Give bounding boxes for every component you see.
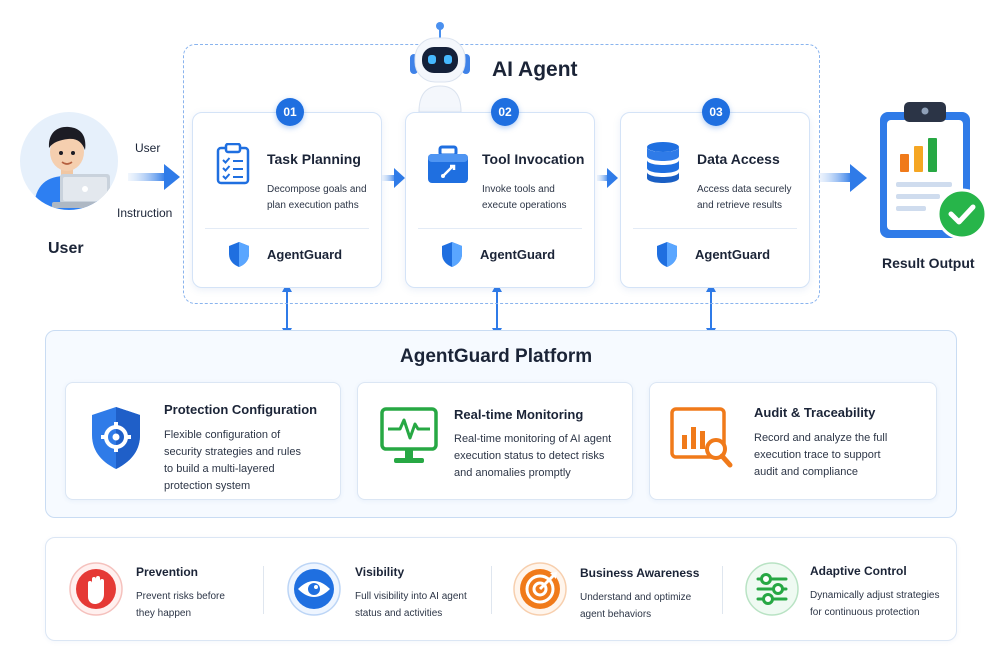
- step-description: Access data securely and retrieve result…: [697, 184, 792, 211]
- sliders-icon: [745, 562, 799, 616]
- feature-visibility: Visibility Full visibility into AI agent…: [286, 561, 486, 621]
- target-icon: [513, 562, 567, 616]
- user-instruction-label: User: [135, 141, 161, 155]
- platform-card-audit-traceability: Audit & Traceability Record and analyze …: [649, 382, 937, 500]
- platform-card-real-time-monitoring: Real-time Monitoring Real-time monitorin…: [357, 382, 633, 500]
- platform-title: AgentGuard Platform: [400, 346, 593, 367]
- feature-title: Adaptive Control: [810, 564, 907, 578]
- platform-card-title: Real-time Monitoring: [454, 407, 584, 422]
- feature-strip: [45, 537, 957, 641]
- platform-card-description: Flexible configuration of security strat…: [164, 429, 301, 492]
- platform-card-title: Protection Configuration: [164, 402, 318, 417]
- stop-hand-icon: [69, 562, 123, 616]
- user-avatar: [20, 112, 118, 210]
- feature-prevention: Prevention Prevent risks before they hap…: [68, 561, 258, 621]
- agentguard-label: AgentGuard: [695, 247, 771, 262]
- feature-divider: [491, 566, 492, 614]
- result-clipboard-icon: [880, 102, 988, 240]
- step-number-badge: 02: [491, 98, 519, 126]
- platform-card-description: Record and analyze the full execution tr…: [754, 432, 888, 478]
- feature-divider: [722, 566, 723, 614]
- user-instruction-label: Instruction: [117, 206, 173, 220]
- step-title: Data Access: [697, 151, 780, 167]
- step-description: Decompose goals and plan execution paths: [267, 184, 367, 211]
- eye-icon: [287, 562, 341, 616]
- robot-icon: [410, 22, 470, 112]
- database-icon: [647, 142, 679, 183]
- step-description: Invoke tools and execute operations: [482, 184, 567, 211]
- platform-card-title: Audit & Traceability: [754, 405, 876, 420]
- user-with-laptop-icon: [34, 126, 114, 210]
- step-card-task-planning: Task Planning Decompose goals and plan e…: [192, 112, 382, 288]
- clipboard-checklist-icon: [216, 143, 250, 185]
- feature-title: Visibility: [355, 565, 405, 579]
- feature-description: Dynamically adjust strategies for contin…: [810, 590, 940, 618]
- step-divider: [418, 228, 582, 229]
- step-title: Task Planning: [267, 151, 361, 167]
- ai-agent-title: AI Agent: [492, 58, 578, 81]
- step-number-badge: 01: [276, 98, 304, 126]
- feature-title: Prevention: [136, 565, 199, 579]
- agentguard-label: AgentGuard: [267, 247, 343, 262]
- shield-icon: [442, 242, 462, 267]
- feature-description: Full visibility into AI agent status and…: [355, 591, 467, 619]
- user-label: User: [48, 240, 84, 257]
- feature-divider: [263, 566, 264, 614]
- agentguard-row: AgentGuard: [655, 241, 770, 268]
- chart-magnifier-icon: [670, 407, 733, 468]
- step-divider: [633, 228, 797, 229]
- step-number-badge: 03: [702, 98, 730, 126]
- feature-description: Prevent risks before they happen: [136, 591, 225, 619]
- step-divider: [205, 228, 369, 229]
- feature-title: Business Awareness: [580, 566, 700, 580]
- shield-icon: [229, 242, 249, 267]
- shield-gear-icon: [92, 407, 140, 469]
- agentguard-row: AgentGuard: [440, 241, 555, 268]
- feature-business-awareness: Business Awareness Understand and optimi…: [512, 561, 722, 621]
- step-title: Tool Invocation: [482, 151, 585, 167]
- result-output-label: Result Output: [882, 255, 975, 271]
- monitor-pulse-icon: [380, 407, 438, 463]
- toolbox-icon: [428, 145, 468, 183]
- feature-adaptive-control: Adaptive Control Dynamically adjust stra…: [744, 561, 949, 621]
- shield-icon: [657, 242, 677, 267]
- feature-description: Understand and optimize agent behaviors: [580, 592, 692, 620]
- step-card-data-access: Data Access Access data securely and ret…: [620, 112, 810, 288]
- platform-card-description: Real-time monitoring of AI agent executi…: [454, 433, 612, 479]
- agentguard-row: AgentGuard: [227, 241, 342, 268]
- platform-card-protection-configuration: Protection Configuration Flexible config…: [65, 382, 341, 500]
- step-card-tool-invocation: Tool Invocation Invoke tools and execute…: [405, 112, 595, 288]
- agentguard-label: AgentGuard: [480, 247, 556, 262]
- ai-agent-frame: [183, 44, 820, 304]
